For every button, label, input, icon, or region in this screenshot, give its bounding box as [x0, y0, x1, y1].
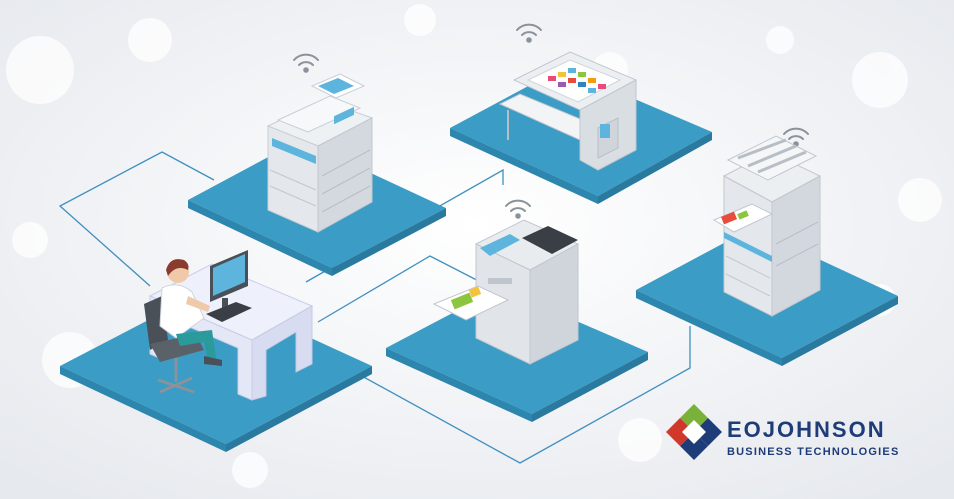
workstation-desk-icon [144, 250, 314, 401]
kiosk-printer-icon [432, 219, 580, 365]
person-icon [159, 259, 222, 366]
wide-format-printer-icon [498, 51, 638, 171]
platform-desk [60, 290, 372, 452]
eojohnson-logo-icon [666, 404, 722, 460]
wifi-icon [505, 199, 531, 219]
wifi-icon [293, 53, 319, 73]
company-logo: EOJOHNSON BUSINESS TECHNOLOGIES [727, 418, 927, 459]
multifunction-copier-icon [266, 73, 374, 233]
logo-tagline: BUSINESS TECHNOLOGIES [727, 446, 900, 458]
production-printer-icon [712, 135, 822, 317]
logo-brand-johnson: JOHNSON [762, 417, 886, 442]
logo-brand-eo: EO [727, 417, 763, 442]
logo-wordmark: EOJOHNSON [727, 418, 927, 442]
wifi-icon [516, 23, 542, 43]
color-swatches [548, 68, 606, 93]
computer-monitor-icon [210, 250, 248, 308]
